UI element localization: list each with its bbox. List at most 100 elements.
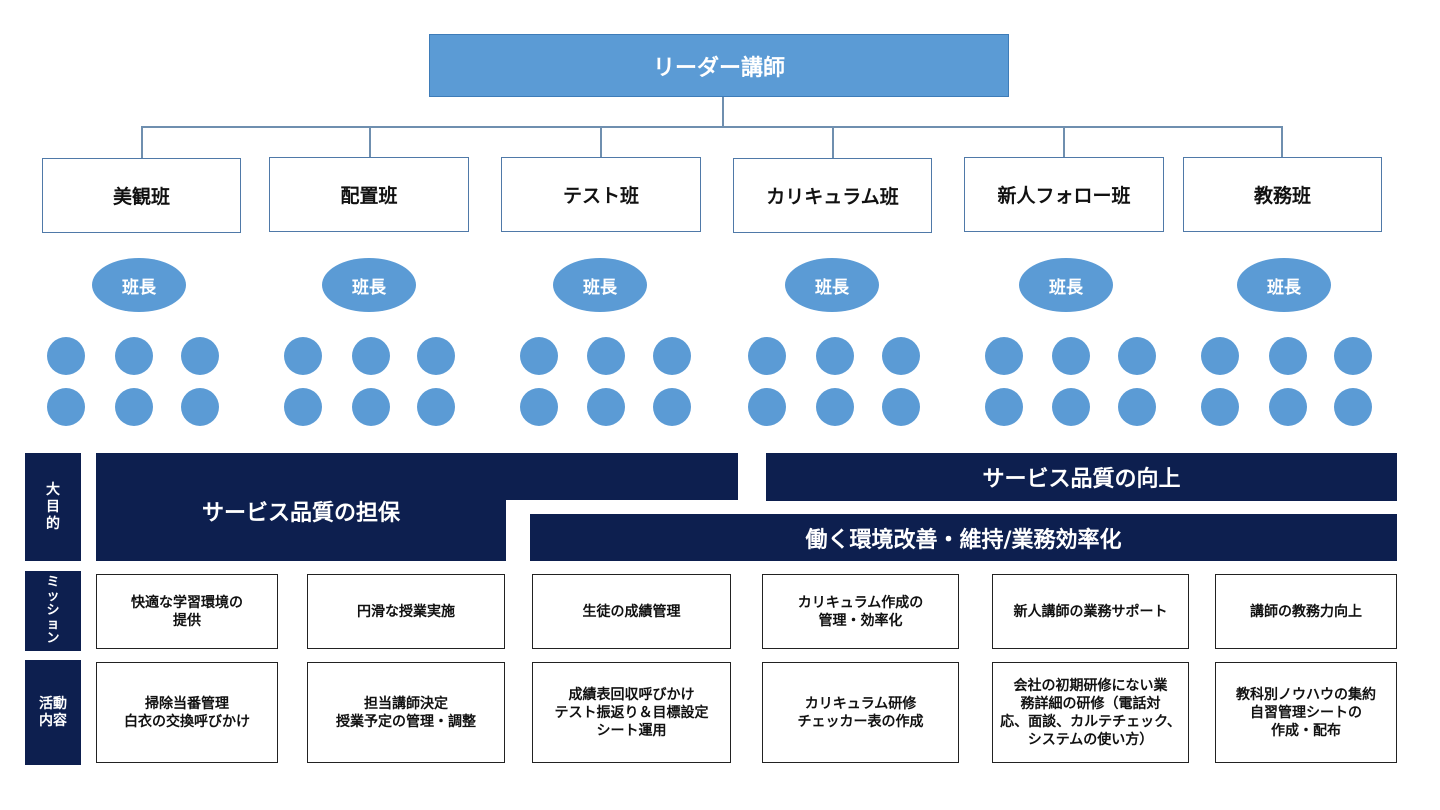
chief-ellipse-5: 班長 (1019, 258, 1113, 312)
activity-card-1: 掃除当番管理 白衣の交換呼びかけ (96, 662, 278, 763)
chief-ellipse-6: 班長 (1237, 258, 1331, 312)
connector-team-5 (1063, 126, 1065, 158)
mission-card-1: 快適な学習環境の 提供 (96, 574, 278, 649)
connector-team-2 (369, 126, 371, 158)
purpose-assurance-label: サービス品質の担保 (201, 501, 400, 526)
member-circle (352, 388, 390, 426)
member-circle (520, 337, 558, 375)
row-label-mission-text: ミ ッ シ ョ ン (46, 575, 60, 646)
connector-horizontal (141, 126, 1283, 128)
chief-label: 班長 (1267, 277, 1301, 298)
row-label-mission: ミ ッ シ ョ ン (25, 571, 81, 651)
mission-text: 円滑な授業実施 (357, 603, 455, 620)
member-circle (882, 337, 920, 375)
leader-box: リーダー講師 (429, 34, 1009, 97)
team-label: 新人フォロー班 (997, 185, 1131, 207)
team-label: 配置班 (340, 185, 398, 207)
member-circle (352, 337, 390, 375)
purpose-assurance-label-wrap: サービス品質の担保 (96, 486, 506, 536)
activity-text: 掃除当番管理 白衣の交換呼びかけ (124, 695, 250, 730)
activity-text: 担当講師決定 授業予定の管理・調整 (336, 695, 476, 730)
purpose-environment: 働く環境改善・維持/業務効率化 (530, 514, 1397, 561)
member-circle (653, 337, 691, 375)
mission-text: 快適な学習環境の 提供 (131, 594, 243, 629)
mission-text: 講師の教務力向上 (1250, 603, 1362, 620)
activity-card-6: 教科別ノウハウの集約 自習管理シートの 作成・配布 (1215, 662, 1397, 763)
member-circle (284, 388, 322, 426)
team-box-4: カリキュラム班 (733, 158, 932, 233)
chief-label: 班長 (122, 277, 156, 298)
chief-ellipse-4: 班長 (785, 258, 879, 312)
team-label: テスト班 (562, 185, 639, 207)
purpose-environment-label: 働く環境改善・維持/業務効率化 (805, 527, 1122, 553)
member-circle (816, 337, 854, 375)
chief-ellipse-2: 班長 (322, 258, 416, 312)
chief-label: 班長 (583, 277, 617, 298)
member-circle (520, 388, 558, 426)
member-circle (587, 337, 625, 375)
purpose-assurance-top (96, 453, 738, 500)
mission-card-3: 生徒の成績管理 (532, 574, 731, 649)
member-circle (882, 388, 920, 426)
mission-card-6: 講師の教務力向上 (1215, 574, 1397, 649)
chief-label: 班長 (352, 277, 386, 298)
member-circle (181, 337, 219, 375)
mission-card-2: 円滑な授業実施 (307, 574, 505, 649)
member-circle (1201, 388, 1239, 426)
member-circle (1118, 337, 1156, 375)
connector-team-6 (1281, 126, 1283, 158)
purpose-improvement-label: サービス品質の向上 (982, 467, 1181, 492)
member-circle (748, 337, 786, 375)
team-box-2: 配置班 (269, 157, 469, 232)
activity-text: 会社の初期研修にない業 務詳細の研修（電話対 応、面談、カルテチェック、 システ… (1000, 677, 1181, 748)
member-circle (1118, 388, 1156, 426)
connector-team-4 (832, 126, 834, 158)
activity-text: カリキュラム研修 チェッカー表の作成 (797, 695, 924, 730)
connector-team-3 (600, 126, 602, 158)
row-label-activity-text: 活動 内容 (39, 695, 67, 729)
member-circle (1269, 388, 1307, 426)
member-circle (284, 337, 322, 375)
mission-card-5: 新人講師の業務サポート (992, 574, 1189, 649)
member-circle (816, 388, 854, 426)
activity-text: 成績表回収呼びかけ テスト振返り＆目標設定 シート運用 (554, 686, 709, 739)
mission-text: 生徒の成績管理 (582, 603, 681, 620)
member-circle (985, 388, 1023, 426)
row-label-activity: 活動 内容 (25, 660, 81, 765)
member-circle (587, 388, 625, 426)
activity-card-2: 担当講師決定 授業予定の管理・調整 (307, 662, 505, 763)
member-circle (748, 388, 786, 426)
member-circle (985, 337, 1023, 375)
member-circle (47, 337, 85, 375)
connector-leader-down (722, 97, 724, 126)
purpose-assurance (96, 500, 506, 561)
chief-ellipse-3: 班長 (553, 258, 647, 312)
chief-label: 班長 (1049, 277, 1083, 298)
row-label-purpose-text: 大 目 的 (46, 481, 60, 532)
member-circle (115, 388, 153, 426)
member-circle (1334, 337, 1372, 375)
row-label-purpose: 大 目 的 (25, 453, 81, 561)
member-circle (1052, 388, 1090, 426)
member-circle (653, 388, 691, 426)
mission-card-4: カリキュラム作成の 管理・効率化 (762, 574, 959, 649)
member-circle (115, 337, 153, 375)
team-label: 美観班 (112, 186, 170, 208)
activity-card-5: 会社の初期研修にない業 務詳細の研修（電話対 応、面談、カルテチェック、 システ… (992, 662, 1189, 763)
activity-card-4: カリキュラム研修 チェッカー表の作成 (762, 662, 959, 763)
activity-text: 教科別ノウハウの集約 自習管理シートの 作成・配布 (1236, 686, 1376, 739)
team-box-5: 新人フォロー班 (964, 157, 1164, 232)
member-circle (1052, 337, 1090, 375)
team-label: 教務班 (1253, 185, 1311, 207)
member-circle (47, 388, 85, 426)
member-circle (1269, 337, 1307, 375)
mission-text: カリキュラム作成の 管理・効率化 (797, 594, 924, 629)
team-label: カリキュラム班 (766, 186, 899, 208)
activity-card-3: 成績表回収呼びかけ テスト振返り＆目標設定 シート運用 (532, 662, 731, 763)
chief-ellipse-1: 班長 (92, 258, 186, 312)
member-circle (181, 388, 219, 426)
team-box-6: 教務班 (1183, 157, 1382, 232)
team-box-1: 美観班 (42, 158, 241, 233)
purpose-improvement: サービス品質の向上 (766, 453, 1397, 501)
connector-team-1 (141, 126, 143, 158)
